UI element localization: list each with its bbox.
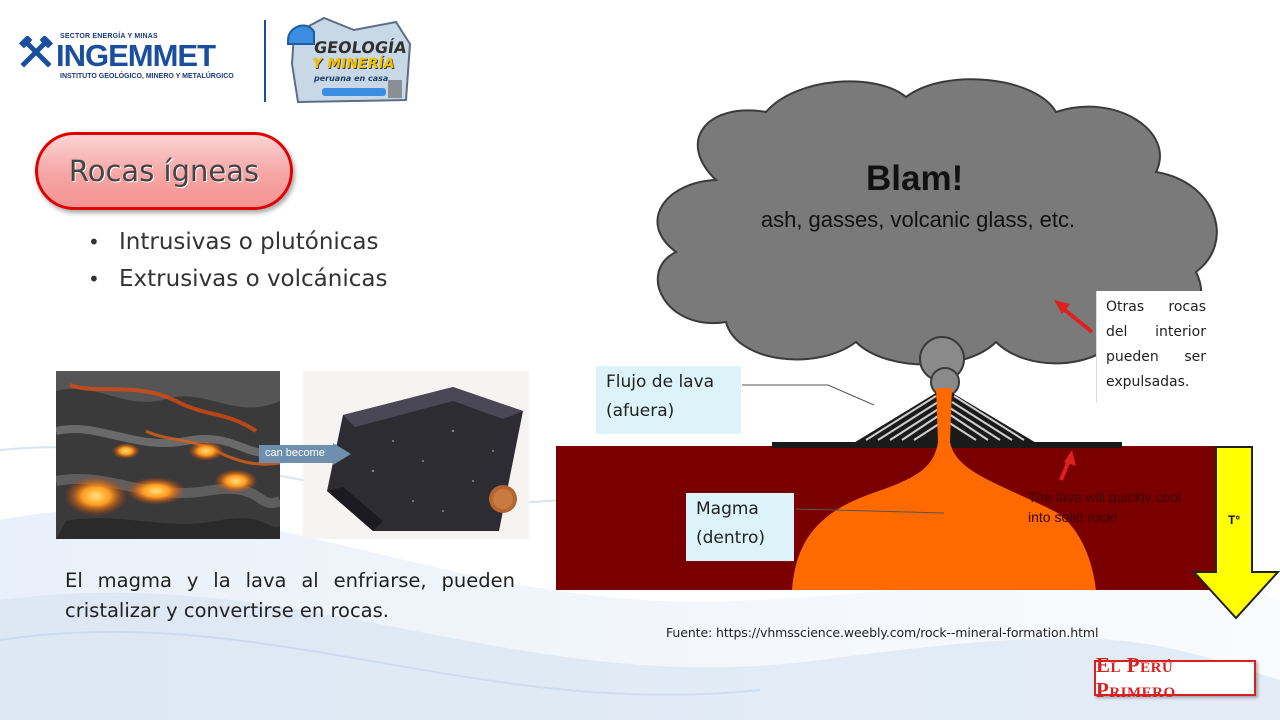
cloud-text: ash, gasses, volcanic glass, etc. bbox=[760, 207, 1076, 232]
ingemmet-sector: SECTOR ENERGÍA Y MINAS bbox=[60, 33, 158, 40]
cooling-text: The lava will quickly cool into solid ro… bbox=[1028, 489, 1182, 525]
temperature-arrow-icon bbox=[1192, 446, 1280, 620]
el-peru-primero-logo: El Perú Primero bbox=[1094, 653, 1256, 702]
magma-leader-line bbox=[795, 508, 945, 514]
volcano-diagram bbox=[556, 78, 1218, 590]
list-item: Extrusivas o volcánicas bbox=[88, 261, 387, 298]
ejected-rocks-note: Otras rocas del interior pueden ser expu… bbox=[1096, 291, 1212, 403]
magma-chamber bbox=[792, 388, 1096, 590]
section-title-pill: Rocas ígneas bbox=[35, 132, 293, 210]
geologia-line3: peruana en casa bbox=[314, 74, 389, 83]
can-become-label: can become bbox=[265, 447, 325, 459]
magma-label: Magma (dentro) bbox=[686, 493, 794, 561]
source-citation: Fuente: https://vhmsscience.weebly.com/r… bbox=[666, 625, 1099, 640]
lava-leader-line bbox=[742, 384, 875, 406]
red-arrow-icon bbox=[1059, 450, 1076, 481]
ingemmet-subtitle: INSTITUTO GEOLÓGICO, MINERO Y METALÚRGIC… bbox=[60, 73, 234, 80]
temperature-label: T° bbox=[1228, 513, 1241, 527]
lava-flow-label: Flujo de lava (afuera) bbox=[596, 366, 741, 434]
crossed-hammers-icon bbox=[18, 36, 54, 68]
ingemmet-logo: SECTOR ENERGÍA Y MINAS INGEMMET INSTITUT… bbox=[18, 30, 258, 90]
geologia-badge-icon bbox=[287, 16, 412, 104]
can-become-arrow-icon bbox=[259, 443, 351, 465]
logo-divider bbox=[264, 20, 266, 102]
rock-type-list: Intrusivas o plutónicas Extrusivas o vol… bbox=[88, 224, 387, 298]
explanation-paragraph: El magma y la lava al enfriarse, pueden … bbox=[65, 569, 515, 622]
geologia-mineria-logo: GEOLOGÍA Y MINERÍA peruana en casa bbox=[284, 14, 414, 106]
red-arrow-icon bbox=[1054, 300, 1094, 334]
volcanic-rock-photo bbox=[303, 371, 529, 539]
lava-photo bbox=[56, 371, 280, 539]
list-item: Intrusivas o plutónicas bbox=[88, 224, 387, 261]
el-peru-primero-text: El Perú Primero bbox=[1096, 653, 1176, 702]
section-title: Rocas ígneas bbox=[68, 154, 260, 188]
geologia-line2: Y MINERÍA bbox=[310, 56, 396, 72]
geologia-line1: GEOLOGÍA bbox=[312, 38, 408, 57]
ingemmet-name: INGEMMET bbox=[56, 38, 216, 73]
cloud-title: Blam! bbox=[866, 159, 964, 198]
